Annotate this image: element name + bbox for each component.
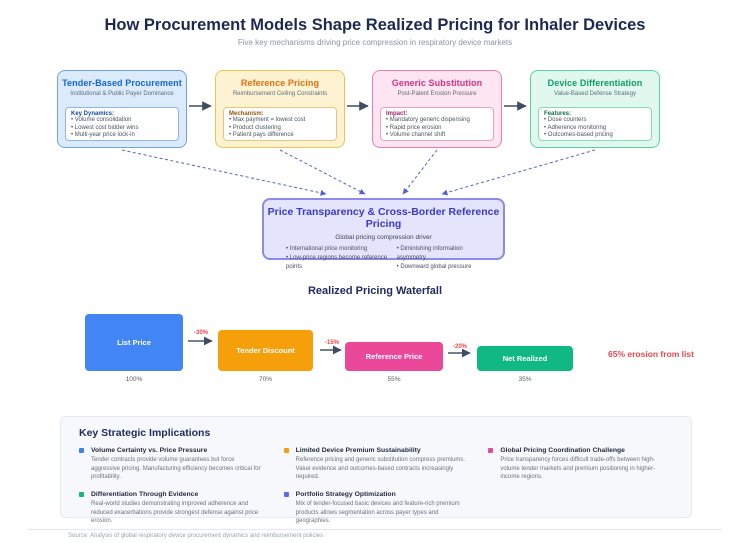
detail-card: Features: Dose counters Adherence monito… [538,107,652,141]
model-subtitle: Institutional & Public Payer Dominance [70,91,174,97]
model-title: Reference Pricing [240,78,320,88]
bar-percent: 100% [125,376,143,383]
transparency-title: Price Transparency & Cross-Border Refere… [267,206,500,230]
detail-bullet: Volume channel shift [386,132,488,140]
drop-label: -15% [324,340,339,346]
transparency-bullets: International price monitoring Low-price… [264,241,503,272]
page-subtitle: Five key mechanisms driving price compre… [237,38,513,47]
detail-bullet: Rapid price erosion [386,125,488,133]
erosion-note: 65% erosion from list [608,349,694,359]
implication-item: Volume Certainty vs. Price Pressure Tend… [79,447,264,482]
implications-grid: Volume Certainty vs. Price Pressure Tend… [79,447,673,526]
detail-bullet: Product clustering [229,125,331,133]
implication-item: Limited Device Premium Sustainability Re… [283,447,469,482]
detail-label: Features: [544,111,572,117]
transparency-bullet: Low-price regions become reference point… [286,254,397,272]
detail-bullet: Lowest cost bidder wins [71,125,173,133]
bar-percent: 35% [518,376,532,383]
implications-title: Key Strategic Implications [79,427,211,439]
model-title: Device Differentiation [547,78,643,88]
implication-desc: Reference pricing and generic substituti… [295,457,466,481]
waterfall-bar-tender-discount: Tender Discount [218,330,313,371]
transparency-subtitle: Global pricing compression driver [335,234,432,241]
model-card-tender: Tender-Based Procurement Institutional &… [57,70,187,148]
page-title: How Procurement Models Shape Realized Pr… [104,16,646,34]
bar-percent: 70% [258,376,272,383]
transparency-bullet-col-left: International price monitoring Low-price… [286,245,397,272]
model-subtitle: Reimbursement Ceiling Constraints [232,91,328,97]
waterfall-bar-reference-price: Reference Price [345,342,443,371]
drop-label: -20% [452,344,467,350]
detail-label: Mechanism: [229,111,264,117]
implication-title: Portfolio Strategy Optimization [295,491,396,499]
implication-title: Differentiation Through Evidence [91,491,199,499]
detail-card: Mechanism: Max payment = lowest cost Pro… [223,107,337,141]
model-card-generic: Generic Substitution Post-Patent Erosion… [372,70,502,148]
detail-bullet: Dose counters [544,117,646,125]
implication-item: Portfolio Strategy Optimization Mix of t… [283,491,469,526]
transparency-bullet: Downward global pressure [397,263,487,272]
implication-title: Global Pricing Coordination Challenge [500,447,625,454]
square-bullet-icon [79,448,84,453]
drop-label: -30% [193,330,208,336]
model-subtitle: Post-Patent Erosion Pressure [397,91,477,97]
detail-bullet: Mandatory generic dispensing [386,117,488,125]
square-bullet-icon [283,492,289,498]
implication-desc: Tender contracts provide volume guarante… [91,457,261,481]
implication-desc: Price transparency forces difficult trad… [500,457,656,481]
source-note: Source: Analysis of global respiratory d… [68,533,324,539]
detail-label: Impact: [386,111,408,117]
transparency-bullet: International price monitoring [286,245,397,254]
square-bullet-icon [488,448,494,453]
square-bullet-icon [79,492,84,498]
waterfall-bar-net-realized: Net Realized [477,346,573,371]
footer-divider [28,529,722,530]
detail-bullet: Volume consolidation [71,117,173,125]
model-card-reference: Reference Pricing Reimbursement Ceiling … [215,70,345,148]
bar-percent: 55% [387,376,401,383]
transparency-bullet: Diminishing information asymmetry [397,245,487,263]
transparency-card: Price Transparency & Cross-Border Refere… [262,198,505,270]
model-card-differentiation: Device Differentiation Value-Based Defen… [530,70,660,148]
transparency-bullet-col-right: Diminishing information asymmetry Downwa… [397,245,487,272]
implication-item: Differentiation Through Evidence Real-wo… [79,491,264,526]
detail-label: Key Dynamics: [71,111,115,117]
detail-bullet: Outcomes-based pricing [544,132,646,140]
detail-bullet: Patient pays difference [229,132,331,140]
waterfall-title: Realized Pricing Waterfall [307,285,443,297]
model-title: Tender-Based Procurement [62,78,182,88]
detail-bullet: Max payment = lowest cost [229,117,331,125]
waterfall-bar-list-price: List Price [85,314,183,371]
detail-card: Impact: Mandatory generic dispensing Rap… [380,107,494,141]
detail-card: Key Dynamics: Volume consolidation Lowes… [65,107,179,141]
model-subtitle: Value-Based Defense Strategy [554,91,636,97]
implication-desc: Real-world studies demonstrating improve… [91,501,259,525]
implication-title: Limited Device Premium Sustainability [295,447,421,454]
detail-bullet: Multi-year price lock-in [71,132,173,140]
implication-title: Volume Certainty vs. Price Pressure [91,447,208,454]
detail-bullet: Adherence monitoring [544,125,646,133]
model-title: Generic Substitution [391,78,483,88]
implication-desc: Mix of tender-focused basic devices and … [295,501,460,525]
implications-panel: Key Strategic Implications Volume Certai… [60,416,692,524]
square-bullet-icon [283,448,289,453]
implication-item: Global Pricing Coordination Challenge Pr… [488,447,673,482]
